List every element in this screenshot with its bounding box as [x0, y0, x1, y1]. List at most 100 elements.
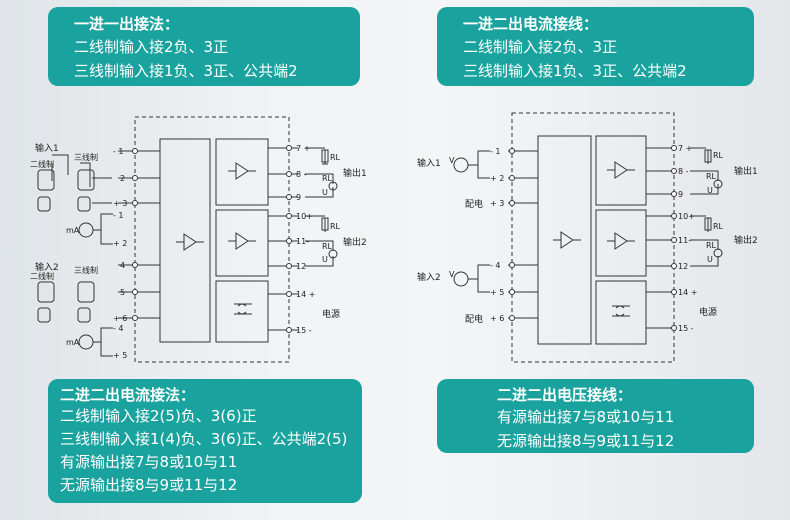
box1-title: 一进一出接法： — [74, 15, 180, 33]
rl-label: RL — [706, 172, 717, 181]
left-amp-block-1 — [215, 138, 269, 206]
rl-label: RL — [706, 241, 717, 250]
ma-label: mA — [66, 226, 80, 235]
voltage-source-1 — [453, 157, 469, 173]
sensor-2a — [37, 307, 51, 323]
right-wiring-diagram — [453, 112, 723, 363]
left-wiring-diagram — [37, 116, 338, 363]
left-module-outline — [134, 116, 290, 363]
load-meter-1 — [713, 179, 723, 189]
load-meter-2 — [328, 249, 338, 259]
input-leads — [118, 150, 160, 319]
box-two-in-two-out-voltage: 二进二出电压接线： 有源输出接7与8或10与11 无源输出接8与9或11与12 — [437, 379, 754, 453]
u-label: U — [322, 188, 328, 197]
terminal-label: - 1 — [113, 211, 124, 220]
box3-line: 有源输出接7与8或10与11 — [60, 453, 238, 471]
terminal-label: 7 + — [296, 144, 310, 153]
terminal-label: 4 — [120, 261, 125, 270]
right-output2-label: 输出2 — [734, 234, 758, 246]
rl-label: RL — [330, 153, 341, 162]
amp-symbol — [607, 232, 635, 250]
rl-label: RL — [713, 222, 724, 231]
three-wire-transmitter-1 — [77, 169, 95, 191]
box-one-in-two-out-current: 一进二出电流接线： 二线制输入接2负、3正 三线制输入接1负、3正、公共端2 — [437, 7, 754, 86]
transformer-symbol — [612, 305, 630, 317]
terminal-label: + 5 — [113, 351, 127, 360]
right-input1-label: 输入1 — [417, 157, 441, 169]
terminal-label: 14 + — [296, 290, 315, 299]
terminal-label: 11- — [678, 236, 691, 245]
box1-line: 二线制输入接2负、3正 — [74, 38, 229, 56]
terminal-label: 8 - — [296, 170, 307, 179]
rl-label: RL — [713, 151, 724, 160]
terminal-label: 10+ — [678, 212, 695, 221]
left-power-label: 电源 — [322, 308, 340, 320]
input1-wiring — [51, 154, 112, 204]
right-power-label: 电源 — [699, 306, 717, 318]
box3-line: 无源输出接8与9或11与12 — [60, 476, 238, 494]
terminal-label: + 2 — [490, 174, 504, 183]
supply-label: 配电 — [465, 313, 483, 325]
terminal-label: 12 — [296, 262, 306, 271]
box2-title: 一进二出电流接线： — [463, 15, 599, 33]
ma-source-2-wiring — [93, 327, 113, 357]
terminal-label: 14 + — [678, 288, 697, 297]
terminal-label: + 6 — [113, 314, 127, 323]
right-power-block — [595, 280, 647, 345]
rl-label: RL — [322, 242, 333, 251]
terminal-label: 10+ — [296, 212, 313, 221]
voltage-source-2 — [453, 271, 469, 287]
input-leads — [508, 150, 538, 319]
box4-title: 二进二出电压接线： — [497, 386, 633, 404]
supply-label: 配电 — [465, 198, 483, 210]
u-label: U — [707, 186, 713, 195]
load-resistor-2 — [321, 217, 329, 231]
amp-symbol — [553, 231, 581, 249]
amp-symbol — [607, 161, 635, 179]
box2-line: 三线制输入接1负、3正、公共端2 — [463, 62, 687, 80]
amp-symbol — [228, 232, 256, 250]
transformer-symbol — [234, 303, 252, 315]
right-output1-label: 输出1 — [734, 165, 758, 177]
terminal-label: 15 - — [296, 326, 312, 335]
box1-line: 三线制输入接1负、3正、公共端2 — [74, 62, 298, 80]
output2-load — [305, 215, 334, 267]
left-input2-label: 输入2 — [35, 261, 59, 273]
terminal-label: + 5 — [490, 288, 504, 297]
right-input2-label: 输入2 — [417, 271, 441, 283]
ma-label: mA — [66, 338, 80, 347]
sensor-1a — [37, 196, 51, 212]
terminal-label: - 1 — [113, 147, 124, 156]
right-input-block — [537, 135, 592, 345]
left-output1-label: 输出1 — [343, 167, 367, 179]
box-one-in-one-out: 一进一出接法： 二线制输入接2负、3正 三线制输入接1负、3正、公共端2 — [48, 7, 360, 86]
box3-title: 二进二出电流接法： — [60, 386, 196, 404]
voltage-source-2-wiring — [468, 264, 490, 293]
output1-load — [690, 147, 719, 195]
load-resistor-1 — [704, 149, 712, 163]
rl-label: RL — [330, 222, 341, 231]
box2-line: 二线制输入接2负、3正 — [463, 38, 618, 56]
amp-symbol — [228, 162, 256, 180]
two-wire-label: 二线制 — [30, 271, 54, 281]
ma-source-1-wiring — [93, 213, 113, 245]
output1-load — [305, 147, 334, 198]
right-amp-block-2 — [595, 209, 647, 277]
ma-source-2 — [78, 334, 94, 350]
terminal-label: + 3 — [113, 199, 127, 208]
terminal-label: - 4 — [113, 324, 124, 333]
voltage-source-1-wiring — [468, 150, 490, 179]
left-output2-label: 输出2 — [343, 236, 367, 248]
terminal-label: + 2 — [113, 239, 127, 248]
three-wire-label: 三线制 — [74, 265, 98, 275]
box-two-in-two-out-current: 二进二出电流接法： 二线制输入接2(5)负、3(6)正 三线制输入接1(4)负、… — [48, 379, 362, 503]
load-meter-2 — [713, 248, 723, 258]
v-label: V — [449, 270, 455, 279]
two-wire-transmitter-2 — [37, 281, 55, 303]
rl-label: RL — [322, 174, 333, 183]
right-module-outline — [511, 112, 675, 363]
terminal-label: 11- — [296, 237, 309, 246]
terminal-label: - 4 — [490, 261, 501, 270]
output2-load — [690, 215, 719, 267]
